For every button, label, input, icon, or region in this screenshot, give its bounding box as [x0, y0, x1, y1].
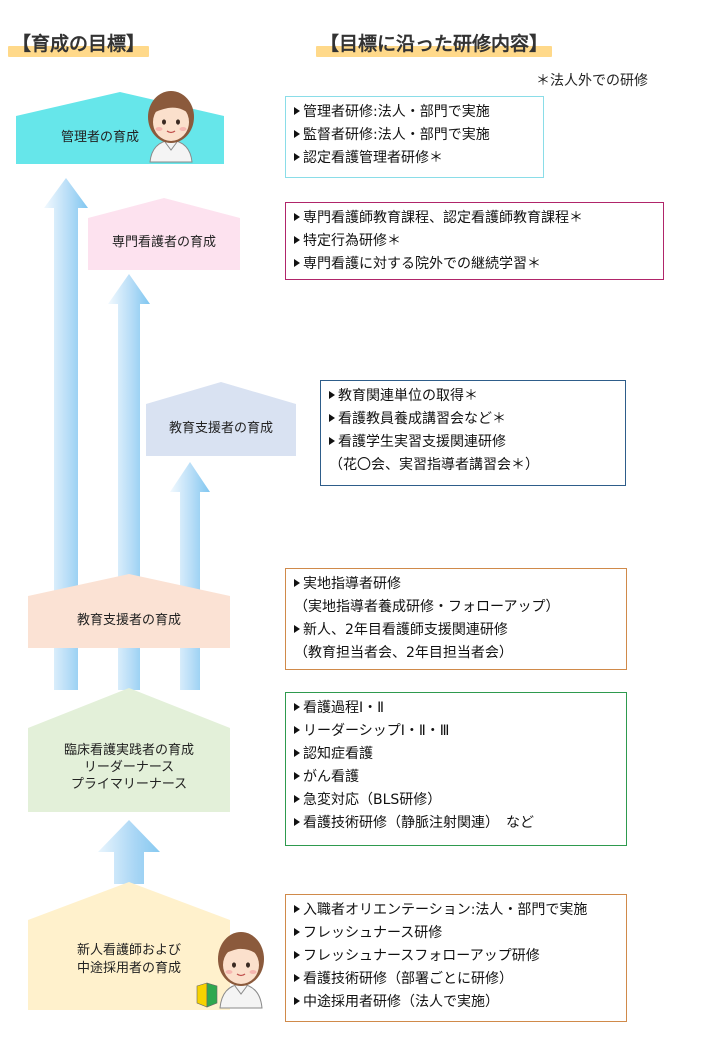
- training-item: フレッシュナースフォローアップ研修: [294, 945, 618, 968]
- training-item: フレッシュナース研修: [294, 922, 618, 945]
- training-item: 中途採用者研修（法人で実施）: [294, 991, 618, 1014]
- level-specialist: 専門看護者の育成: [88, 198, 240, 270]
- training-item: 監督者研修:法人・部門で実施: [294, 124, 535, 147]
- training-item: （実地指導者養成研修・フォローアップ）: [294, 599, 560, 615]
- level-newcomer-line-2: 中途採用者の育成: [76, 961, 181, 976]
- training-item: 特定行為研修＊: [294, 230, 655, 253]
- training-item: 看護過程Ⅰ・Ⅱ: [294, 697, 618, 720]
- level-newcomer: 新人看護師および 中途採用者の育成: [28, 882, 266, 1010]
- arrow-to-manager: [44, 178, 88, 690]
- training-item: （花〇会、実習指導者講習会＊）: [329, 457, 539, 473]
- training-heading-text: 【目標に沿った研修内容】: [320, 33, 549, 55]
- training-heading: 【目標に沿った研修内容】: [316, 30, 553, 58]
- training-item: 専門看護に対する院外での継続学習＊: [294, 253, 655, 276]
- training-item: 教育関連単位の取得＊: [329, 385, 617, 408]
- level-clinical: 臨床看護実践者の育成 リーダーナース プライマリーナース: [28, 688, 230, 812]
- training-item: 認定看護管理者研修＊: [294, 147, 535, 170]
- level-clinical-line-2: リーダーナース: [83, 760, 175, 775]
- training-item: がん看護: [294, 766, 618, 789]
- external-training-note: ＊法人外での研修: [536, 73, 648, 89]
- training-item: 新人、2年目看護師支援関連研修: [294, 619, 618, 642]
- nurse-face-icon: [148, 91, 194, 163]
- training-item: 管理者研修:法人・部門で実施: [294, 101, 535, 124]
- training-item: 看護学生実習支援関連研修: [329, 431, 617, 454]
- training-box-edu-support-lower: 実地指導者研修 （実地指導者養成研修・フォローアップ） 新人、2年目看護師支援関…: [285, 568, 627, 670]
- training-item: 看護教員養成講習会など＊: [329, 408, 617, 431]
- level-edu-support-lower: 教育支援者の育成: [28, 574, 230, 648]
- nurse-face-icon: [218, 932, 264, 1009]
- training-item: （教育担当者会、2年目担当者会）: [294, 645, 513, 661]
- goal-heading-text: 【育成の目標】: [12, 33, 146, 55]
- training-item: 看護技術研修（静脈注射関連） など: [294, 812, 618, 835]
- training-item: 専門看護師教育課程、認定看護師教育課程＊: [294, 207, 655, 230]
- training-box-manager: 管理者研修:法人・部門で実施 監督者研修:法人・部門で実施 認定看護管理者研修＊: [285, 96, 544, 178]
- level-clinical-line-1: 臨床看護実践者の育成: [63, 743, 194, 758]
- training-box-newcomer: 入職者オリエンテーション:法人・部門で実施 フレッシュナース研修 フレッシュナー…: [285, 894, 627, 1022]
- level-edu-support-upper: 教育支援者の育成: [146, 382, 296, 456]
- level-specialist-label: 専門看護者の育成: [111, 235, 216, 250]
- training-box-clinical: 看護過程Ⅰ・Ⅱ リーダーシップⅠ・Ⅱ・Ⅲ 認知症看護 がん看護 急変対応（BLS…: [285, 692, 627, 846]
- training-item: 急変対応（BLS研修）: [294, 789, 618, 812]
- arrow-to-clinical: [98, 820, 160, 884]
- training-item: 看護技術研修（部署ごとに研修）: [294, 968, 618, 991]
- training-item: 入職者オリエンテーション:法人・部門で実施: [294, 899, 618, 922]
- beginner-mark-icon: [196, 982, 218, 1008]
- training-item: 実地指導者研修: [294, 573, 618, 596]
- level-manager-label: 管理者の育成: [60, 130, 139, 145]
- level-edu-support-upper-label: 教育支援者の育成: [168, 421, 273, 436]
- goal-heading: 【育成の目標】: [8, 30, 150, 58]
- level-clinical-line-3: プライマリーナース: [70, 777, 188, 792]
- training-item: リーダーシップⅠ・Ⅱ・Ⅲ: [294, 720, 618, 743]
- training-item: 認知症看護: [294, 743, 618, 766]
- training-box-specialist: 専門看護師教育課程、認定看護師教育課程＊ 特定行為研修＊ 専門看護に対する院外で…: [285, 202, 664, 280]
- training-box-edu-support-upper: 教育関連単位の取得＊ 看護教員養成講習会など＊ 看護学生実習支援関連研修 （花〇…: [320, 380, 626, 486]
- level-newcomer-line-1: 新人看護師および: [76, 943, 181, 958]
- level-edu-support-lower-label: 教育支援者の育成: [76, 613, 181, 628]
